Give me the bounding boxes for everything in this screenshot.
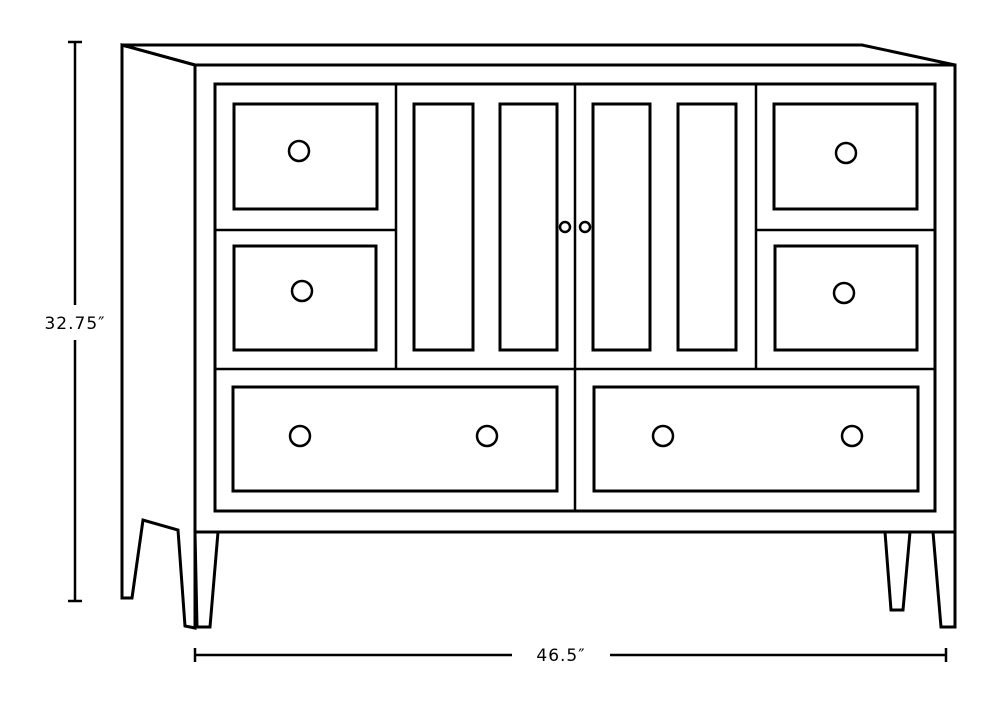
- door-left-panel-outer[interactable]: [412, 102, 475, 352]
- cabinet-side-panel: [120, 43, 197, 630]
- front-right-leg: [931, 530, 957, 629]
- drawer-knob-icon[interactable]: [651, 424, 675, 448]
- front-left-leg: [193, 530, 220, 629]
- height-dimension: 32.75″: [44, 40, 105, 603]
- drawer-top-right[interactable]: [772, 102, 919, 211]
- door-knob-left-icon[interactable]: [558, 220, 572, 234]
- drawer-knob-icon[interactable]: [290, 279, 314, 303]
- door-left-panel-inner[interactable]: [498, 102, 559, 352]
- cabinet-top: [121, 43, 956, 67]
- drawer-knob-icon[interactable]: [287, 139, 311, 163]
- door-right-panel-inner[interactable]: [591, 102, 652, 352]
- drawer-knob-icon[interactable]: [840, 424, 864, 448]
- drawer-knob-icon[interactable]: [832, 281, 856, 305]
- drawer-bottom-left[interactable]: [231, 385, 559, 493]
- width-label: 46.5″: [536, 646, 585, 666]
- cabinet-front-frame: [193, 63, 957, 534]
- rear-right-leg: [883, 530, 912, 612]
- drawer-knob-icon[interactable]: [834, 141, 858, 165]
- drawer-knob-icon[interactable]: [288, 424, 312, 448]
- door-right-panel-outer[interactable]: [676, 102, 738, 352]
- drawer-middle-right[interactable]: [773, 244, 919, 352]
- width-dimension: 46.5″: [193, 646, 948, 666]
- height-label: 32.75″: [44, 314, 105, 334]
- drawer-top-left[interactable]: [232, 102, 379, 211]
- rear-leg-edge: [130, 519, 145, 599]
- drawer-bottom-right[interactable]: [592, 385, 920, 493]
- door-knob-right-icon[interactable]: [578, 220, 592, 234]
- drawer-middle-left[interactable]: [232, 244, 378, 352]
- drawer-knob-icon[interactable]: [475, 424, 499, 448]
